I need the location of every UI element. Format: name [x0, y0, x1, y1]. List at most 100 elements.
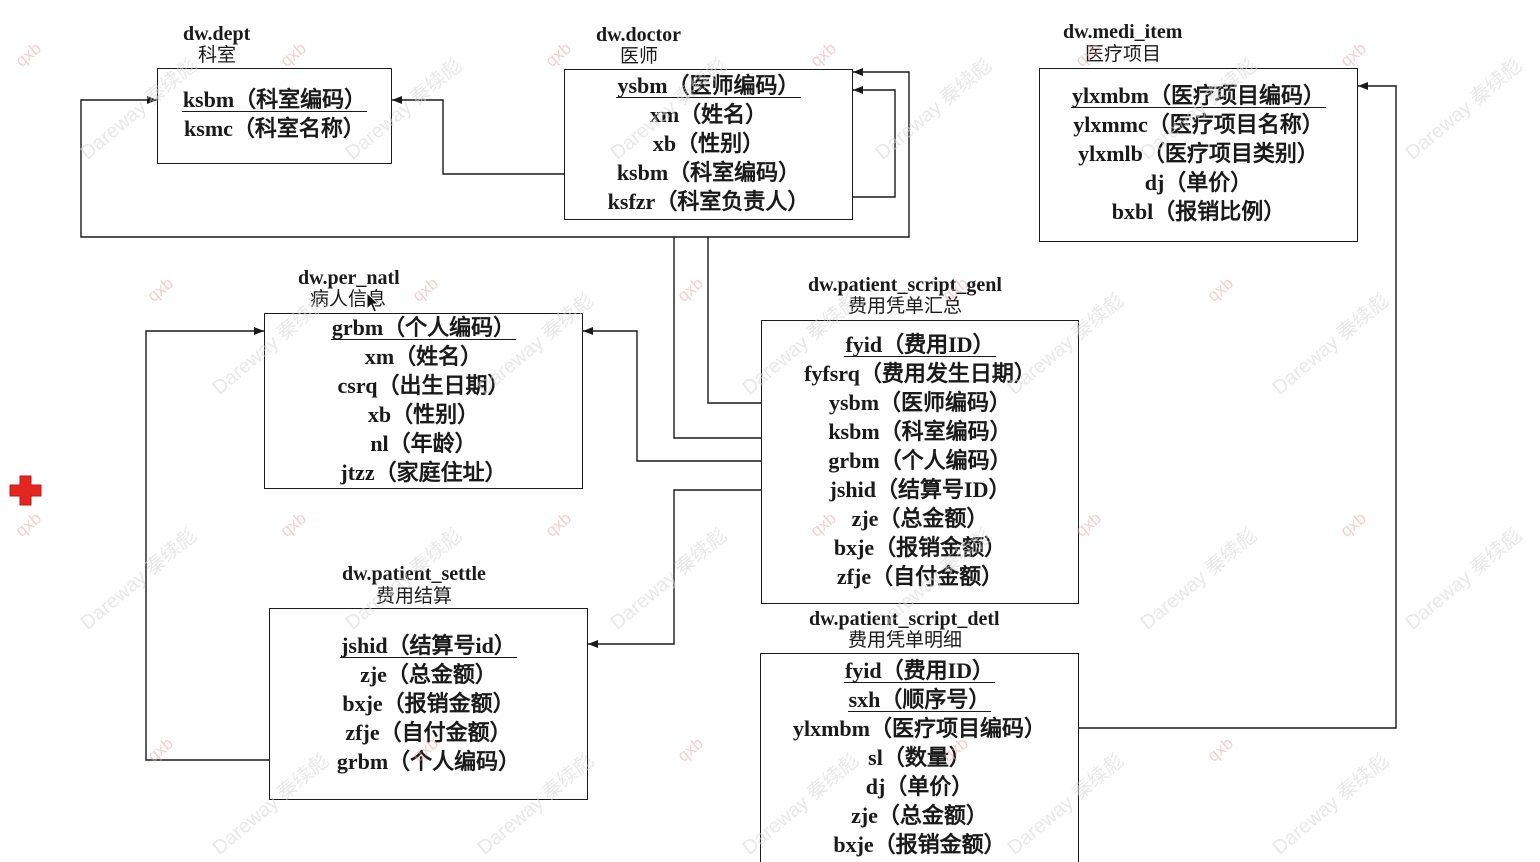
connector-detl-ylxmbm-to-medi-item	[1079, 82, 1397, 729]
field-grbm: grbm（个人编码）	[336, 749, 521, 774]
connector-settle-grbm-to-per-natl	[145, 327, 269, 761]
field-zje: zje（总金额）	[851, 803, 988, 828]
field-row: jtzz（家庭住址）	[265, 458, 582, 487]
field-list: grbm（个人编码） xm（姓名） csrq（出生日期） xb（性别） nl（年…	[265, 313, 582, 487]
field-row: bxje（报销金额）	[761, 830, 1078, 859]
field-ylxmbm: ylxmbm（医疗项目编码）	[792, 716, 1046, 741]
field-ksfzr: ksfzr（科室负责人）	[607, 189, 810, 214]
field-list: ysbm（医师编码） xm（姓名） xb（性别） ksbm（科室编码） ksfz…	[565, 71, 852, 216]
field-list: jshid（结算号id） zje（总金额） bxje（报销金额） zfje（自付…	[270, 631, 587, 776]
field-row: xm（姓名）	[265, 342, 582, 371]
field-row: zfje（自付金额）	[762, 562, 1078, 591]
field-row: fyid（费用ID）	[761, 656, 1078, 685]
field-fyid: fyid（费用ID）	[844, 332, 996, 357]
table-name-medi-item: dw.medi_item	[1063, 21, 1183, 43]
field-row: zje（总金额）	[270, 660, 587, 689]
red-cross-icon	[9, 475, 42, 506]
field-grbm: grbm（个人编码）	[828, 448, 1012, 473]
field-row: ksmc（科室名称）	[158, 114, 391, 143]
field-row: ylxmmc（医疗项目名称）	[1040, 110, 1357, 139]
field-list: fyid（费用ID） sxh（顺序号） ylxmbm（医疗项目编码） sl（数量…	[761, 656, 1078, 859]
field-bxje: bxje（报销金额）	[833, 535, 1007, 560]
field-sl: sl（数量）	[868, 745, 971, 770]
field-ksmc: ksmc（科室名称）	[184, 116, 365, 141]
connector-genl-ysbm-to-doctor	[707, 68, 910, 404]
field-row: ksbm（科室编码）	[762, 417, 1078, 446]
table-name-patient-script-detl: dw.patient_script_detl	[809, 608, 1000, 630]
field-list: ylxmbm（医疗项目编码） ylxmmc（医疗项目名称） ylxmlb（医疗项…	[1040, 81, 1357, 226]
field-row: ylxmbm（医疗项目编码）	[1040, 81, 1357, 110]
field-xb: xb（性别）	[367, 402, 480, 427]
field-row: sxh（顺序号）	[761, 685, 1078, 714]
field-ksbm: ksbm（科室编码）	[828, 419, 1012, 444]
field-jtzz: jtzz（家庭住址）	[340, 460, 507, 485]
table-name-patient-script-genl: dw.patient_script_genl	[808, 274, 1002, 296]
field-bxje: bxje（报销金额）	[342, 691, 515, 716]
field-zfje: zfje（自付金额）	[345, 720, 512, 745]
connector-genl-ksbm-to-dept	[80, 96, 761, 439]
field-row: dj（单价）	[1040, 168, 1357, 197]
field-row: zje（总金额）	[762, 504, 1078, 533]
field-fyfsrq: fyfsrq（费用发生日期）	[804, 361, 1036, 386]
field-row: xb（性别）	[265, 400, 582, 429]
field-row: dj（单价）	[761, 772, 1078, 801]
table-medi-item: ylxmbm（医疗项目编码） ylxmmc（医疗项目名称） ylxmlb（医疗项…	[1039, 68, 1358, 242]
field-sxh: sxh（顺序号）	[847, 687, 992, 712]
field-dj: dj（单价）	[865, 774, 974, 799]
field-list: ksbm（科室编码） ksmc（科室名称）	[158, 85, 391, 143]
field-row: ylxmbm（医疗项目编码）	[761, 714, 1078, 743]
field-dj: dj（单价）	[1144, 170, 1253, 195]
table-patient-script-genl: fyid（费用ID） fyfsrq（费用发生日期） ysbm（医师编码） ksb…	[761, 320, 1079, 604]
field-row: grbm（个人编码）	[270, 747, 587, 776]
table-doctor: ysbm（医师编码） xm（姓名） xb（性别） ksbm（科室编码） ksfz…	[564, 69, 853, 220]
field-list: fyid（费用ID） fyfsrq（费用发生日期） ysbm（医师编码） ksb…	[762, 330, 1078, 591]
table-per-natl: grbm（个人编码） xm（姓名） csrq（出生日期） xb（性别） nl（年…	[264, 313, 583, 489]
field-ksbm: ksbm（科室编码）	[616, 160, 801, 185]
field-row: bxbl（报销比例）	[1040, 197, 1357, 226]
field-row: fyid（费用ID）	[762, 330, 1078, 359]
table-name-dept: dw.dept	[183, 23, 251, 45]
field-row: bxje（报销金额）	[762, 533, 1078, 562]
field-row: grbm（个人编码）	[265, 313, 582, 342]
field-ylxmlb: ylxmlb（医疗项目类别）	[1078, 141, 1319, 166]
table-label-medi-item: 医疗项目	[1085, 44, 1162, 65]
field-zje: zje（总金额）	[851, 506, 989, 531]
field-row: jshid（结算号ID）	[762, 475, 1078, 504]
field-ysbm: ysbm（医师编码）	[828, 390, 1012, 415]
table-patient-script-detl: fyid（费用ID） sxh（顺序号） ylxmbm（医疗项目编码） sl（数量…	[760, 653, 1079, 862]
field-row: grbm（个人编码）	[762, 446, 1078, 475]
field-row: nl（年龄）	[265, 429, 582, 458]
field-xm: xm（姓名）	[649, 102, 768, 127]
field-jshid: jshid（结算号id）	[340, 633, 517, 658]
table-name-patient-settle: dw.patient_settle	[342, 563, 486, 585]
field-row: csrq（出生日期）	[265, 371, 582, 400]
field-csrq: csrq（出生日期）	[337, 373, 510, 398]
table-name-per-natl: dw.per_natl	[298, 267, 400, 289]
field-row: ysbm（医师编码）	[762, 388, 1078, 417]
field-row: ysbm（医师编码）	[565, 71, 852, 100]
field-bxbl: bxbl（报销比例）	[1111, 199, 1286, 224]
field-xm: xm（姓名）	[364, 344, 483, 369]
field-row: sl（数量）	[761, 743, 1078, 772]
field-row: ylxmlb（医疗项目类别）	[1040, 139, 1357, 168]
table-patient-settle: jshid（结算号id） zje（总金额） bxje（报销金额） zfje（自付…	[269, 608, 588, 800]
connector-doctor-ksfzr-to-ysbm	[853, 86, 896, 198]
field-row: ksbm（科室编码）	[158, 85, 391, 114]
field-ksbm: ksbm（科室编码）	[181, 87, 368, 112]
field-grbm: grbm（个人编码）	[330, 315, 517, 340]
table-label-dept: 科室	[198, 45, 237, 66]
field-row: ksfzr（科室负责人）	[565, 187, 852, 216]
table-label-patient-script-genl: 费用凭单汇总	[848, 296, 963, 317]
field-jshid: jshid（结算号ID）	[829, 477, 1011, 502]
connector-doctor-ksbm-to-dept	[392, 96, 564, 175]
field-ylxmmc: ylxmmc（医疗项目名称）	[1073, 112, 1324, 137]
field-row: zfje（自付金额）	[270, 718, 587, 747]
field-row: fyfsrq（费用发生日期）	[762, 359, 1078, 388]
table-label-patient-settle: 费用结算	[376, 586, 453, 607]
field-row: jshid（结算号id）	[270, 631, 587, 660]
field-row: zje（总金额）	[761, 801, 1078, 830]
field-zfje: zfje（自付金额）	[836, 564, 1004, 589]
field-row: ksbm（科室编码）	[565, 158, 852, 187]
